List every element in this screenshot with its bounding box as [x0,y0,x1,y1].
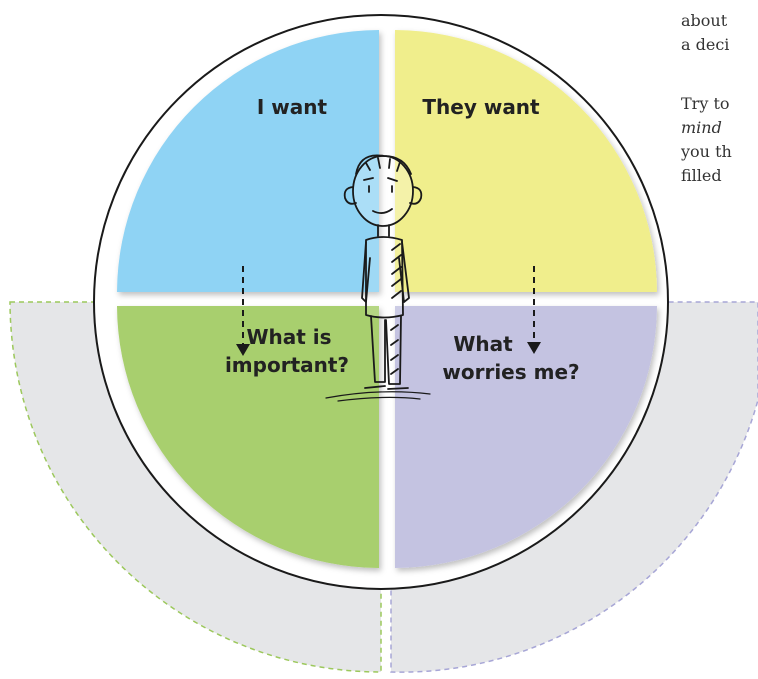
side-text-line: Try to [681,94,730,113]
arrow-left [236,266,250,356]
arrow-right [527,266,541,354]
quadrant-worries [395,306,657,568]
side-paragraph-2: Try to mind you th filled [681,92,758,188]
side-text-line: mind [681,118,722,137]
boy-figure-illustration [325,154,431,402]
label-worries-line1: What [453,332,513,356]
label-important-line2: important? [225,353,349,377]
side-paragraph: about a deci [681,9,758,57]
side-text-line: you th [681,142,732,161]
side-text-line: about [681,11,728,30]
label-i-want: I want [257,95,328,119]
quadrant-i-want [117,30,379,292]
label-they-want: They want [422,95,540,119]
side-text-line: a deci [681,35,730,54]
quadrant-important [117,306,379,568]
label-important-line1: What is [246,325,331,349]
side-text-line: filled [681,166,722,185]
outer-ring-left [9,301,382,673]
label-worries-line2: worries me? [442,360,579,384]
quadrant-they-want [395,30,657,292]
